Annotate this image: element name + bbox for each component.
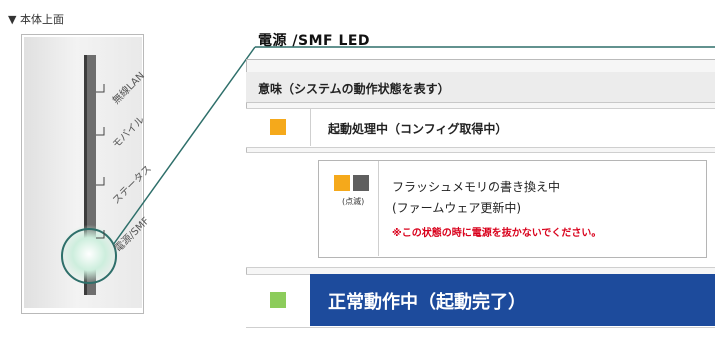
firmware-update-box <box>318 160 707 258</box>
led-highlight-ring <box>61 228 117 284</box>
blink-label: (点滅) <box>342 197 365 206</box>
normal-status-band <box>310 274 715 326</box>
device-edge <box>84 55 87 295</box>
grey-led-indicator-blink <box>353 175 369 191</box>
green-led-indicator <box>270 292 286 308</box>
section-title: 電源 /SMF LED <box>258 33 371 49</box>
table-header-text: 意味（システムの動作状態を表す） <box>258 82 450 96</box>
table-header-row: 意味（システムの動作状態を表す） <box>246 72 715 103</box>
callout-line <box>112 46 256 246</box>
starting-status-text: 起動処理中（コンフィグ取得中） <box>328 122 508 136</box>
orange-led-indicator <box>270 119 286 135</box>
top-caption: ▼ 本体上面 <box>8 13 64 26</box>
firmware-update-subtext: (ファームウェア更新中) <box>392 201 522 215</box>
column-divider <box>310 109 311 146</box>
table-row-starting <box>246 108 715 148</box>
normal-status-text: 正常動作中（起動完了） <box>328 292 526 313</box>
orange-led-indicator-blink <box>334 175 350 191</box>
power-warning-text: ※この状態の時に電源を抜かないでください。 <box>392 228 602 239</box>
firmware-update-text: フラッシュメモリの書き換え中 <box>392 180 561 194</box>
inner-column-divider <box>378 161 379 256</box>
